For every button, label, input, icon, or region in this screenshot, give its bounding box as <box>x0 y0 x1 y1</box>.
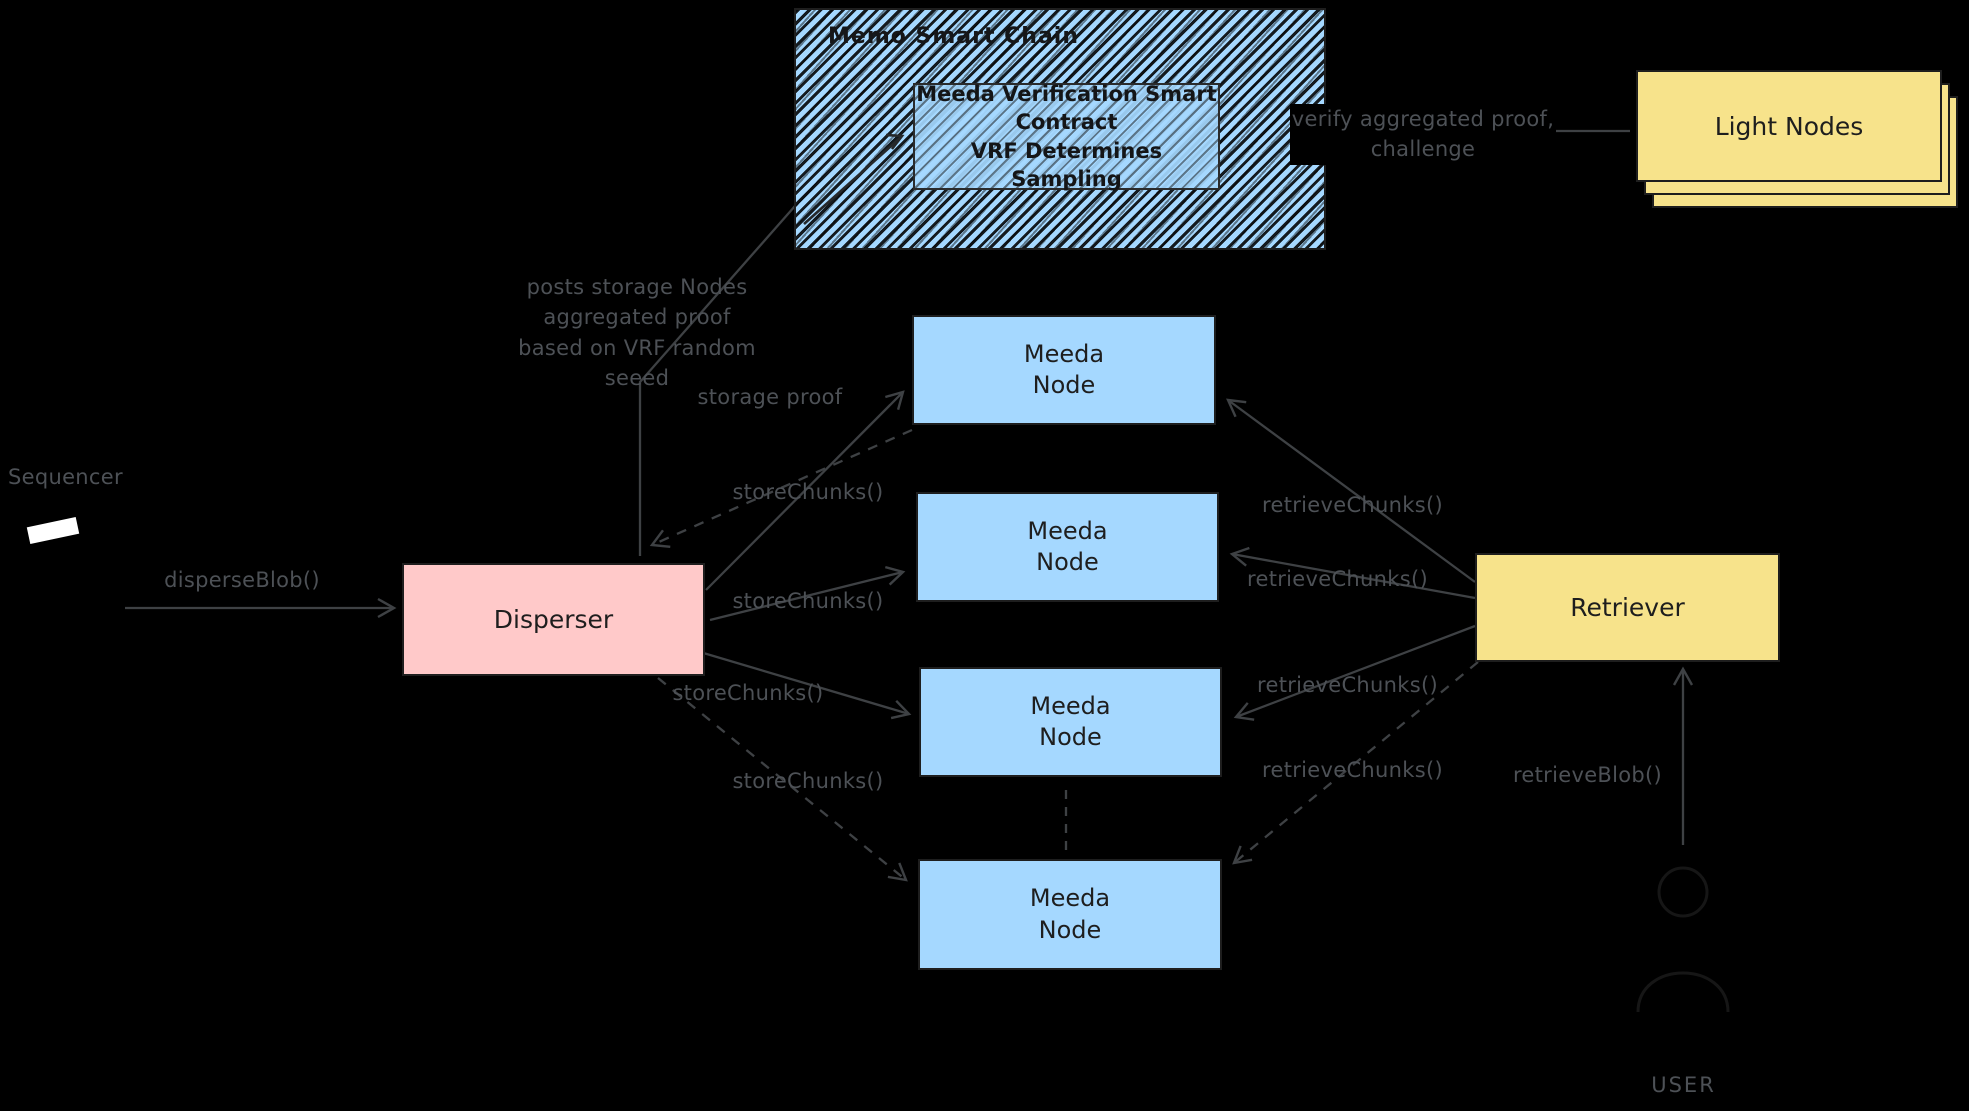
meeda-node-1: Meeda Node <box>912 315 1216 425</box>
retriever-box: Retriever <box>1475 553 1780 662</box>
meeda-node-4: Meeda Node <box>918 859 1222 970</box>
chain-inner-arrow <box>803 133 905 225</box>
posts-proof-label: posts storage Nodes aggregated proof bas… <box>518 275 756 391</box>
disperse-blob-label: disperseBlob() <box>164 568 320 592</box>
store-chunks-label-2: storeChunks() <box>732 589 884 613</box>
retriever-label: Retriever <box>1570 593 1685 622</box>
meeda-node-2-label: Meeda Node <box>1027 516 1108 576</box>
disperser-box: Disperser <box>402 563 705 676</box>
edge-store-chunks-1 <box>705 390 905 591</box>
user-icon <box>1636 866 1730 1013</box>
retrieve-chunks-label-3: retrieveChunks() <box>1257 673 1438 697</box>
meeda-node-3: Meeda Node <box>919 667 1222 777</box>
storage-proof-label: storage proof <box>697 385 843 409</box>
store-chunks-label-4: storeChunks() <box>732 769 884 793</box>
disperser-label: Disperser <box>493 605 614 634</box>
store-chunks-label-1: storeChunks() <box>732 480 884 504</box>
meeda-node-1-label: Meeda Node <box>1023 339 1105 399</box>
retrieve-blob-label: retrieveBlob() <box>1512 763 1663 787</box>
memo-smart-chain-box: Memo Smart Chain Meeda Verification Smar… <box>794 8 1326 250</box>
edge-retrieve-chunks-2 <box>1229 546 1476 600</box>
meeda-node-2: Meeda Node <box>916 492 1219 602</box>
meeda-node-4-label: Meeda Node <box>1029 884 1111 944</box>
verify-proof-label: verify aggregated proof, challenge <box>1290 104 1556 165</box>
edge-posts-proof <box>638 205 796 556</box>
user-label: USER <box>1651 1073 1716 1097</box>
meeda-node-3-label: Meeda Node <box>1030 691 1111 751</box>
retrieve-chunks-label-1: retrieveChunks() <box>1262 493 1443 517</box>
verification-contract-box: Meeda Verification Smart Contract VRF De… <box>913 81 1220 191</box>
retrieve-chunks-label-4: retrieveChunks() <box>1262 758 1443 782</box>
light-nodes-card: Light Nodes <box>1636 70 1942 182</box>
store-chunks-label-3: storeChunks() <box>672 681 824 705</box>
retrieve-chunks-label-2: retrieveChunks() <box>1247 567 1428 591</box>
edge-store-chunks-3 <box>699 650 912 720</box>
light-nodes-label: Light Nodes <box>1714 111 1864 141</box>
edge-retrieve-chunks-3 <box>1233 624 1476 721</box>
edge-retrieve-chunks-4 <box>1232 661 1479 865</box>
edge-store-chunks-2 <box>709 565 906 622</box>
edge-retrieve-chunks-1 <box>1226 398 1476 583</box>
memo-smart-chain-title: Memo Smart Chain <box>828 24 1080 49</box>
edge-storage-proof <box>649 428 913 548</box>
verification-contract-label: Meeda Verification Smart Contract VRF De… <box>916 81 1217 191</box>
sequencer-label: Sequencer <box>8 465 123 489</box>
edge-store-chunks-4 <box>657 677 908 882</box>
